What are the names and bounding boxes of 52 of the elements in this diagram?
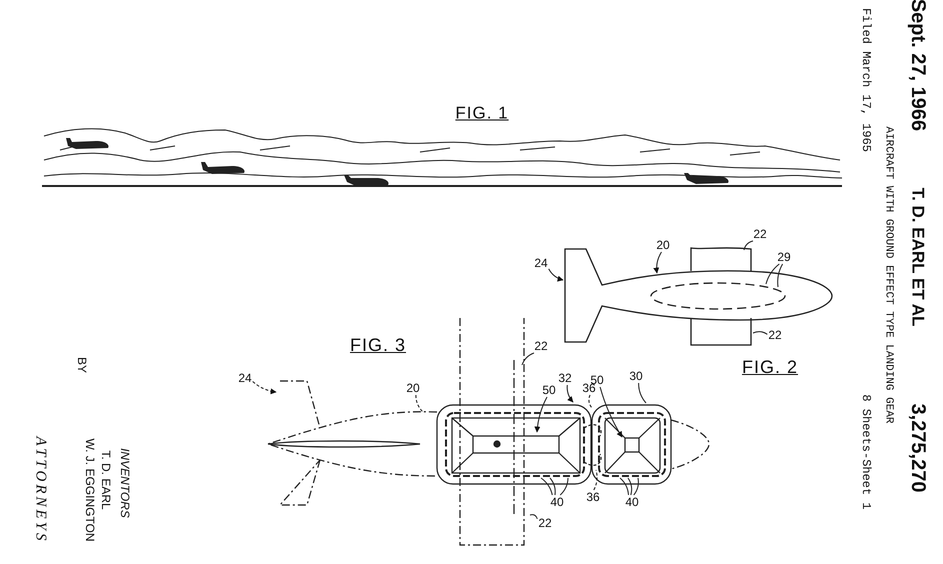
leader-line: [628, 478, 632, 496]
callout-number: 22: [534, 340, 548, 352]
figure-label: FIG. 2: [742, 358, 798, 376]
leader-line: [777, 264, 784, 288]
leader-line: [752, 331, 768, 335]
filing-date: Filed March 17, 1965: [860, 8, 872, 152]
callout-number: 29: [777, 251, 791, 263]
callout-number: 32: [558, 372, 572, 384]
leader-line: [593, 470, 598, 490]
leader-line: [560, 478, 568, 496]
by-text: BY: [76, 357, 88, 373]
callout-number: 22: [538, 517, 552, 529]
callout-number: 20: [656, 239, 670, 251]
figure-label: FIG. 3: [350, 336, 406, 354]
leader-arrow: [566, 384, 574, 402]
inventor-name: W. J. EGGINGTON: [84, 438, 96, 542]
patent-number: 3,275,270: [908, 404, 928, 492]
leader-arrow: [548, 268, 564, 282]
callout-number: 36: [586, 491, 600, 503]
callout-number: 36: [582, 382, 596, 394]
leader-arrow: [534, 396, 548, 433]
leader-line: [415, 394, 424, 412]
leader-line: [530, 514, 538, 520]
aircraft-landing-gear-drawing: [267, 318, 710, 546]
inventors-heading: INVENTORS: [119, 448, 131, 518]
sheet-number: 8 Sheets-Sheet 1: [860, 394, 872, 510]
leader-line: [633, 478, 639, 496]
leader-line: [550, 478, 556, 496]
callout-number: 40: [550, 496, 564, 508]
leader-arrow: [653, 252, 662, 274]
leader-line: [620, 478, 629, 496]
attorneys-text: ATTORNEYS: [32, 436, 48, 544]
inventor-text: T. D. EARL ET AL: [910, 188, 926, 326]
callout-number: 24: [534, 257, 548, 269]
leader-line: [744, 240, 754, 250]
figure-label: FIG. 1: [455, 104, 509, 122]
callout-number: 30: [629, 370, 643, 382]
leader-line: [638, 382, 646, 404]
callout-number: 22: [753, 228, 767, 240]
leader-arrow: [252, 381, 277, 394]
callout-number: 22: [768, 329, 782, 341]
leader-line: [588, 394, 592, 408]
patent-title: AIRCRAFT WITH GROUND EFFECT TYPE LANDING GEAR: [882, 126, 894, 424]
callout-number: 24: [238, 372, 252, 384]
inventor-name: T. D. EARL: [100, 450, 112, 510]
callout-number: 40: [625, 496, 639, 508]
callout-number: 20: [406, 382, 420, 394]
callout-number: 50: [542, 384, 556, 396]
leader-line: [522, 352, 534, 366]
leader-line: [766, 264, 780, 284]
leader-line: [540, 478, 553, 496]
leader-arrow: [600, 386, 622, 438]
